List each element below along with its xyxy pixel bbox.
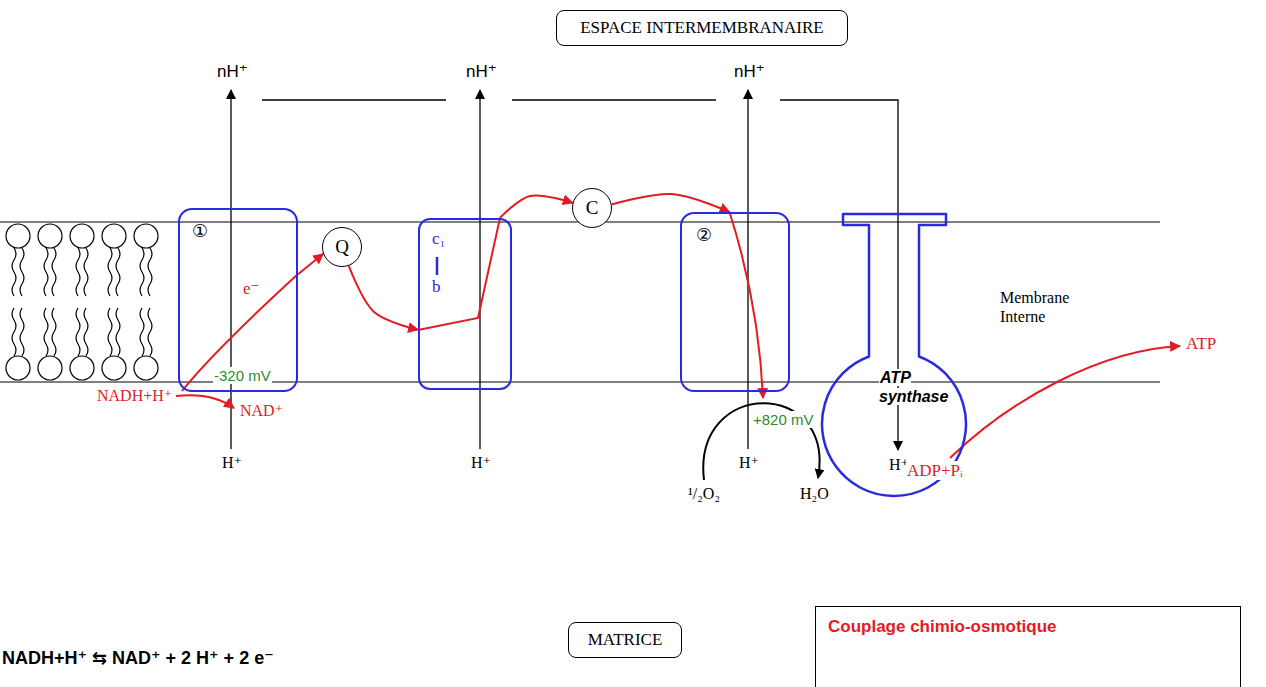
proton-arrow bbox=[230, 90, 231, 449]
text-holder: NADH+H⁺ bbox=[96, 386, 173, 405]
phospholipid bbox=[70, 308, 94, 380]
proton-label: nH⁺ bbox=[217, 62, 248, 81]
text-holder: ¹/₂O₂ bbox=[688, 484, 720, 503]
region-box: MATRICE bbox=[568, 622, 682, 658]
text-holder: Membrane Interne bbox=[1000, 288, 1090, 326]
proton-label: H⁺ bbox=[222, 454, 242, 471]
potential-value: +820 mV bbox=[752, 411, 814, 428]
oxidation-arrow bbox=[176, 395, 234, 408]
text-holder: C bbox=[586, 197, 599, 220]
carrier-circle: C bbox=[572, 188, 612, 228]
text-holder: H⁺ bbox=[739, 453, 759, 472]
electron-arrow bbox=[349, 266, 418, 330]
text-holder: H⁺ bbox=[471, 453, 491, 472]
cytochrome-link bbox=[436, 257, 439, 275]
text-holder: NAD⁺ bbox=[240, 401, 283, 420]
electron-path bbox=[730, 212, 764, 398]
complex-number: ② bbox=[696, 224, 712, 245]
proton-label: H⁺ bbox=[471, 454, 491, 471]
potential-value: -320 mV bbox=[213, 367, 272, 384]
electron-label: e⁻ bbox=[243, 279, 260, 298]
complex-box: ① bbox=[178, 208, 298, 392]
text-holder: MATRICE bbox=[588, 630, 663, 650]
text-holder: e⁻ bbox=[243, 279, 260, 299]
text-holder: Q bbox=[335, 236, 349, 259]
atp-synthase-shape: ATP synthase bbox=[822, 213, 966, 498]
electron-arrow bbox=[500, 195, 573, 218]
product-label: H₂O bbox=[800, 485, 829, 502]
phospholipid bbox=[134, 224, 158, 296]
text-holder: b bbox=[432, 277, 441, 297]
phospholipid bbox=[6, 308, 30, 380]
text-holder: NADH+H⁺ ⇆ NAD⁺ + 2 H⁺ + 2 e⁻ bbox=[2, 648, 274, 670]
text-holder: c₁ bbox=[432, 229, 445, 249]
substrate-label: NADH+H⁺ bbox=[96, 387, 173, 404]
substrate-label: ADP+Pᵢ bbox=[906, 461, 964, 480]
electron-path bbox=[182, 274, 298, 391]
phospholipid bbox=[102, 224, 126, 296]
membrane-label: Membrane Interne bbox=[1000, 289, 1069, 325]
phospholipid bbox=[6, 224, 30, 296]
proton-label: nH⁺ bbox=[466, 62, 497, 81]
carrier-circle: Q bbox=[322, 227, 362, 267]
text-holder: -320 mV bbox=[213, 366, 272, 385]
redox-equation: NADH+H⁺ ⇆ NAD⁺ + 2 H⁺ + 2 e⁻ bbox=[2, 648, 274, 668]
text-holder: nH⁺ bbox=[466, 62, 497, 82]
note-title: Couplage chimio-osmotique bbox=[828, 617, 1057, 636]
text-holder: nH⁺ bbox=[734, 62, 765, 82]
proton-label: H⁺ bbox=[739, 454, 759, 471]
carrier-name: C bbox=[586, 197, 599, 218]
membrane-line bbox=[0, 381, 1160, 382]
proton-link-line bbox=[262, 99, 716, 100]
text-holder: ① bbox=[192, 220, 208, 242]
electron-arrow bbox=[298, 254, 323, 274]
cytochrome-name: b bbox=[432, 277, 441, 296]
proton-arrow bbox=[747, 90, 748, 449]
electron-arrow bbox=[612, 194, 730, 212]
atp-synthase-outline bbox=[822, 214, 966, 496]
note-box: Couplage chimio-osmotique bbox=[815, 606, 1241, 687]
text-holder: ADP+Pᵢ bbox=[906, 461, 964, 481]
region-name: MATRICE bbox=[588, 630, 663, 649]
complex-box: ② bbox=[680, 212, 790, 392]
text-holder: nH⁺ bbox=[217, 62, 248, 82]
carrier-name: Q bbox=[335, 236, 349, 257]
phospholipid bbox=[102, 308, 126, 380]
product-label: NAD⁺ bbox=[240, 402, 283, 419]
proton-label: nH⁺ bbox=[734, 62, 765, 81]
text-holder: ② bbox=[696, 224, 712, 246]
phospholipid bbox=[70, 224, 94, 296]
text-holder: +820 mV bbox=[752, 410, 814, 429]
text-holder: H₂O bbox=[800, 484, 829, 503]
complex-number: ① bbox=[192, 220, 208, 241]
reduction-arrow bbox=[703, 403, 819, 480]
text-holder: H⁺ bbox=[222, 453, 242, 472]
substrate-label: ¹/₂O₂ bbox=[688, 485, 720, 502]
proton-arrow bbox=[479, 90, 480, 449]
text-holder: ESPACE INTERMEMBRANAIRE bbox=[580, 18, 824, 38]
atp-synthase-outline bbox=[822, 213, 966, 498]
electron-path bbox=[418, 218, 500, 330]
text-holder: ATP bbox=[1186, 334, 1216, 354]
phosphorylation-arrow bbox=[950, 346, 1180, 458]
phospholipid bbox=[38, 224, 62, 296]
phospholipid bbox=[38, 308, 62, 380]
enzyme-name: ATP synthase bbox=[879, 369, 949, 405]
phospholipid bbox=[134, 308, 158, 380]
text-holder: Couplage chimio-osmotique bbox=[828, 617, 1057, 637]
product-label: ATP bbox=[1186, 334, 1216, 353]
region-box: ESPACE INTERMEMBRANAIRE bbox=[556, 10, 848, 46]
region-name: ESPACE INTERMEMBRANAIRE bbox=[580, 18, 824, 37]
cytochrome-name: c₁ bbox=[432, 229, 445, 248]
complex-box: c₁ b bbox=[418, 218, 512, 390]
text-holder: ATP synthase bbox=[879, 368, 965, 406]
